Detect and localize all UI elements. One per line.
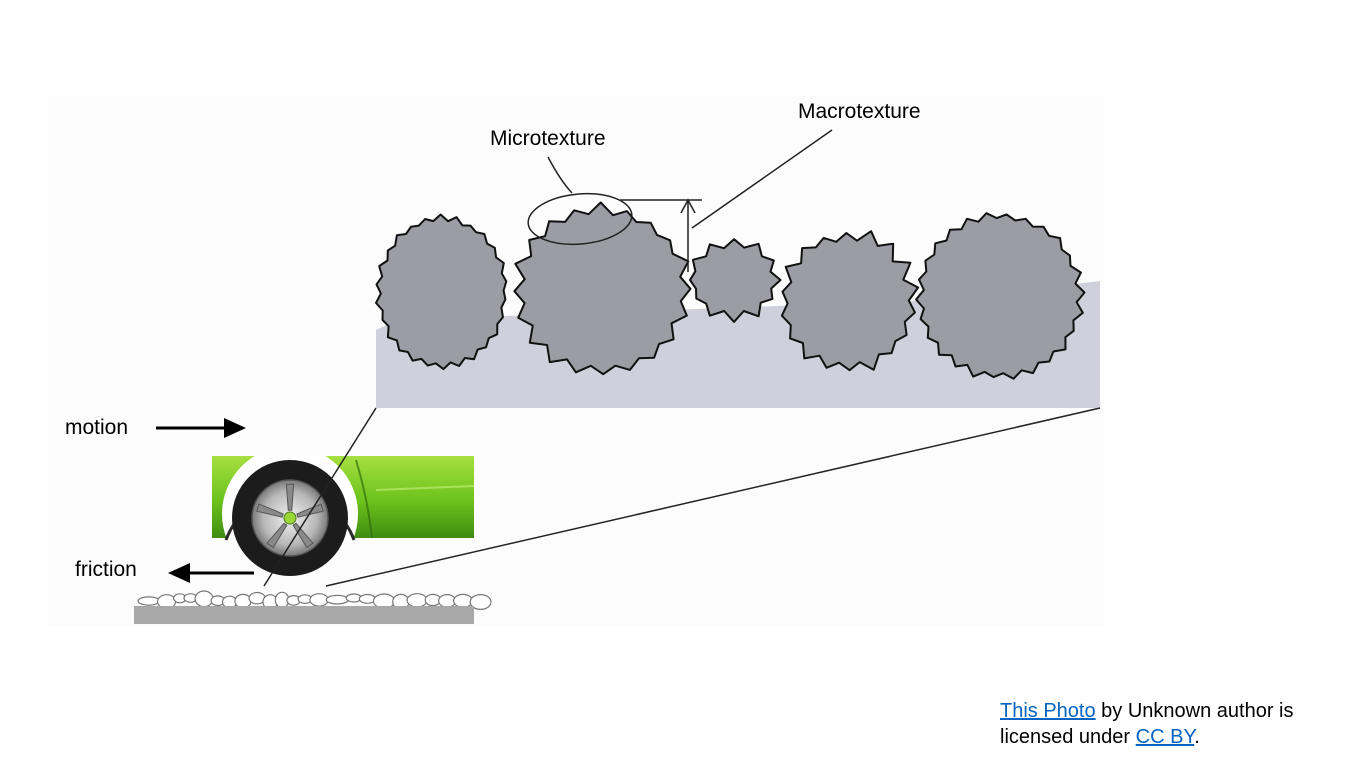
magnification-line-right	[325, 407, 1101, 587]
wheel-spoke	[266, 522, 288, 549]
road-gravel	[137, 590, 492, 610]
license-link[interactable]: CC BY	[1135, 726, 1195, 748]
photo-link[interactable]: This Photo	[1000, 700, 1096, 722]
road-base	[134, 606, 474, 624]
gravel-stone	[469, 593, 492, 610]
motion-label: motion	[65, 416, 128, 439]
attribution-text: by Unknown author is licensed under	[1000, 700, 1294, 748]
wheel	[232, 460, 348, 576]
aggregate-particle	[780, 230, 920, 372]
attribution-period: .	[1194, 726, 1200, 748]
wheel-spoke	[285, 483, 295, 511]
attribution-caption: This Photo by Unknown author is licensed…	[1000, 698, 1350, 750]
microtexture-label: Microtexture	[490, 127, 606, 150]
gravel-stone	[137, 596, 161, 606]
gravel-stone	[309, 593, 329, 607]
microtexture-ellipse	[527, 192, 633, 246]
macrotexture-leader-line	[691, 129, 833, 229]
binder-layer	[376, 281, 1100, 408]
aggregate-particle	[689, 238, 782, 323]
aggregate-particle	[915, 212, 1086, 380]
macrotexture-label: Macrotexture	[798, 100, 921, 123]
gravel-stone	[406, 593, 428, 608]
aggregate-particle	[375, 213, 508, 371]
gravel-stone	[453, 593, 473, 609]
microtexture-leader-line	[547, 156, 573, 194]
wheel-spoke	[292, 522, 314, 549]
aggregate-particles	[375, 201, 1086, 380]
gravel-stone	[325, 594, 349, 605]
friction-arrowhead	[168, 563, 190, 583]
gravel-stone	[194, 590, 214, 608]
wheel-spoke	[256, 503, 284, 518]
gravel-stone	[234, 593, 252, 609]
motion-arrowhead	[224, 418, 246, 438]
friction-label: friction	[75, 558, 137, 581]
aggregate-particle	[513, 201, 692, 376]
macrotexture-dimension-arrowhead	[680, 198, 696, 214]
magnification-line-left	[263, 407, 377, 587]
